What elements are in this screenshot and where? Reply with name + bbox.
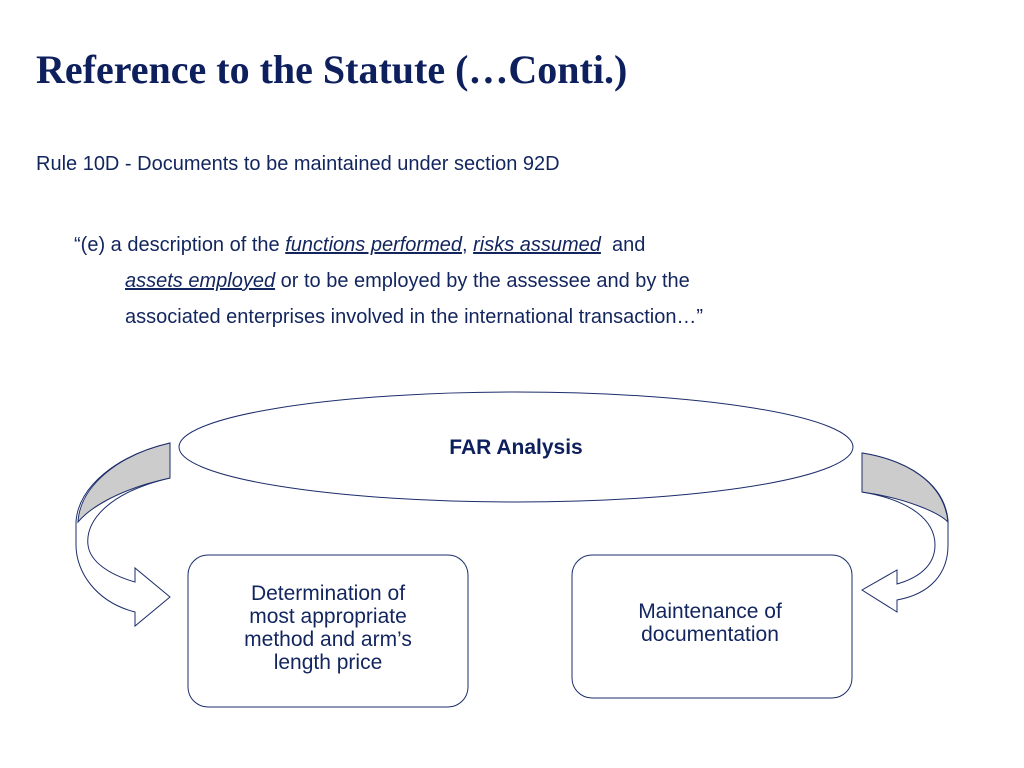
far-analysis-label: FAR Analysis: [449, 436, 583, 459]
quote-line-1-prefix: “(e) a description of the: [74, 234, 286, 256]
determination-box-text: Determination of most appropriate method…: [200, 582, 456, 674]
maintenance-line-1: Maintenance of: [638, 600, 782, 623]
determination-line-3: method and arm’s: [244, 628, 412, 651]
rule-subtitle: Rule 10D - Documents to be maintained un…: [36, 153, 560, 175]
term-risks-assumed: risks assumed: [473, 234, 601, 256]
determination-line-1: Determination of: [250, 582, 406, 605]
determination-line-4: length price: [273, 651, 383, 674]
maintenance-box: [571, 554, 853, 699]
quote-line-1-suffix: and: [600, 234, 646, 256]
quote-line-1: “(e) a description of the functions perf…: [74, 227, 645, 263]
quote-line-3: associated enterprises involved in the i…: [125, 306, 704, 328]
left-arrow-shading: [77, 442, 171, 524]
term-assets-employed: assets employed: [125, 270, 276, 292]
term-functions-performed: functions performed: [285, 234, 462, 256]
quote-separator: ,: [461, 234, 474, 256]
maintenance-box-text: Maintenance of documentation: [585, 600, 835, 646]
quote-line-2-suffix: or to be employed by the assessee and by…: [275, 270, 690, 292]
far-analysis-ellipse: [178, 391, 854, 503]
determination-line-2: most appropriate: [249, 605, 407, 628]
slide-title: Reference to the Statute (…Conti.): [36, 47, 628, 92]
quote-line-2: assets employed or to be employed by the…: [125, 263, 690, 299]
maintenance-line-2: documentation: [641, 623, 779, 646]
determination-box: [187, 554, 469, 708]
right-arrow-shading: [861, 452, 949, 524]
